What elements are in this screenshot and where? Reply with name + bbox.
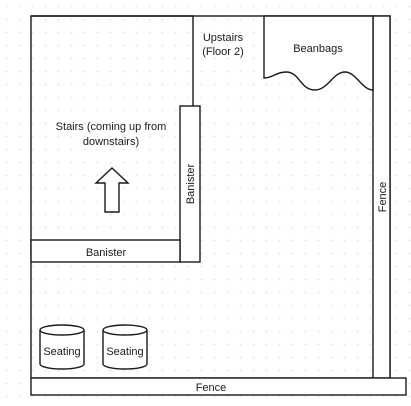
banister-horizontal-label: Banister <box>86 247 127 259</box>
seating-left-cylinder <box>39 324 85 370</box>
stairs-label-line2: downstairs) <box>83 136 139 148</box>
seating-left-label: Seating <box>43 346 80 358</box>
banister-horizontal <box>30 239 181 263</box>
banister-vertical-label: Banister <box>185 163 197 204</box>
banister-vertical <box>179 105 201 263</box>
beanbags-label: Beanbags <box>293 43 343 55</box>
floor-label: (Floor 2) <box>202 46 244 58</box>
fence-right-label: Fence <box>377 182 389 213</box>
fence-bottom <box>30 377 407 396</box>
seating-right-cylinder <box>102 324 148 370</box>
up-arrow-icon <box>94 167 130 213</box>
seating-right-label: Seating <box>106 346 143 358</box>
fence-bottom-label: Fence <box>196 382 227 394</box>
beanbags-shape <box>263 15 374 91</box>
upstairs-label: Upstairs <box>203 32 244 44</box>
stairs-label: Stairs (coming up from <box>56 121 167 133</box>
